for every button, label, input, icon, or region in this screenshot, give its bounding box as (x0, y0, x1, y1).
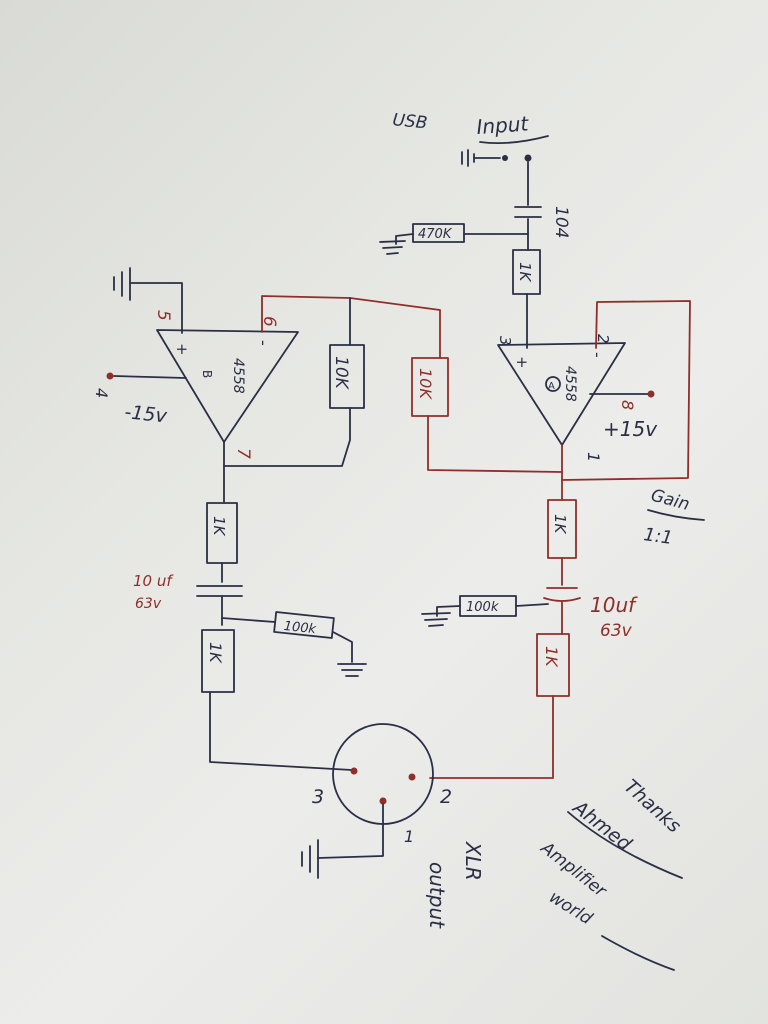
input-label: USB Input (391, 110, 549, 145)
svg-text:8: 8 (618, 400, 637, 410)
svg-text:Thanks: Thanks (620, 775, 686, 837)
svg-text:2: 2 (594, 334, 612, 344)
xlr-output-label: XLR output (425, 841, 485, 929)
svg-text:3: 3 (496, 336, 514, 346)
left-resistor-100k: 100k (221, 611, 367, 677)
svg-text:-15v: -15v (123, 401, 168, 427)
svg-text:A: A (548, 381, 555, 392)
left-resistor-1k-b: 1K (201, 629, 353, 771)
opamp-b-supply: 4 -15v (92, 372, 187, 427)
resistor-10k-feedback: 10K (329, 344, 365, 409)
svg-text:-: - (254, 340, 273, 346)
feedback-a-wire (561, 300, 691, 481)
svg-text:1K: 1K (542, 646, 561, 668)
svg-text:1:1: 1:1 (642, 524, 674, 549)
svg-text:2: 2 (440, 786, 452, 808)
svg-text:Ahmed: Ahmed (567, 795, 636, 856)
signature: Thanks Ahmed Amplifier world (536, 775, 686, 971)
svg-text:+: + (513, 356, 531, 369)
svg-text:Amplifier: Amplifier (536, 838, 610, 902)
svg-text:Input: Input (476, 111, 530, 139)
svg-text:10 uf: 10 uf (133, 572, 174, 590)
left-resistor-1k-a: 1K (206, 502, 238, 583)
svg-text:XLR: XLR (461, 841, 485, 881)
svg-text:3: 3 (312, 786, 324, 808)
svg-text:-: - (588, 352, 607, 358)
gain-note: Gain 1:1 (642, 486, 705, 549)
input-ground-jack (461, 149, 532, 167)
svg-text:6: 6 (259, 316, 279, 327)
svg-text:B: B (200, 370, 214, 378)
svg-text:+: + (173, 343, 191, 356)
svg-text:1K: 1K (516, 262, 534, 283)
svg-text:Gain: Gain (649, 486, 692, 515)
svg-text:1K: 1K (551, 514, 569, 535)
left-capacitor: 10 uf 63v (133, 572, 243, 626)
svg-text:4558: 4558 (562, 366, 578, 402)
opamp-b: 5 + 6 - 4558 B (153, 310, 299, 443)
svg-text:5: 5 (153, 310, 173, 321)
svg-text:+15v: +15v (603, 417, 658, 441)
right-resistor-100k: 100k (421, 595, 549, 627)
svg-text:63v: 63v (600, 621, 633, 641)
svg-text:10K: 10K (331, 356, 351, 391)
svg-text:100k: 100k (466, 600, 499, 615)
resistor-470k: 470K (379, 223, 529, 255)
svg-text:1: 1 (404, 827, 414, 846)
svg-text:100k: 100k (283, 619, 317, 637)
svg-text:10uf: 10uf (590, 593, 638, 617)
feedback-b-wire (223, 297, 351, 467)
opamp-b-inverting-wire (261, 295, 441, 359)
svg-text:1: 1 (584, 452, 603, 462)
xlr-ground (301, 803, 384, 879)
resistor-1k-input: 1K (512, 249, 541, 349)
opamp-a-supply: 8 +15v 1 (584, 390, 658, 462)
svg-text:1K: 1K (210, 516, 228, 537)
resistor-10k-middle: 10K (411, 357, 563, 473)
svg-text:63v: 63v (135, 596, 162, 612)
opamp-b-plus-ground (113, 267, 183, 334)
svg-text:4558: 4558 (230, 358, 246, 394)
svg-text:USB: USB (391, 110, 428, 134)
svg-text:470K: 470K (418, 227, 453, 242)
right-capacitor: 10uf 63v (543, 587, 638, 641)
right-resistor-1k-a: 1K (547, 499, 577, 586)
right-resistor-1k-b: 1K (429, 633, 570, 779)
xlr-connector: 3 2 1 (312, 723, 452, 846)
svg-text:4: 4 (92, 388, 111, 398)
svg-text:104: 104 (551, 206, 571, 238)
svg-text:10K: 10K (416, 368, 435, 400)
input-capacitor: 104 (514, 161, 571, 251)
opamp-b-pin7: 7 (233, 448, 253, 459)
svg-text:1K: 1K (206, 642, 225, 664)
svg-text:output: output (425, 862, 449, 929)
